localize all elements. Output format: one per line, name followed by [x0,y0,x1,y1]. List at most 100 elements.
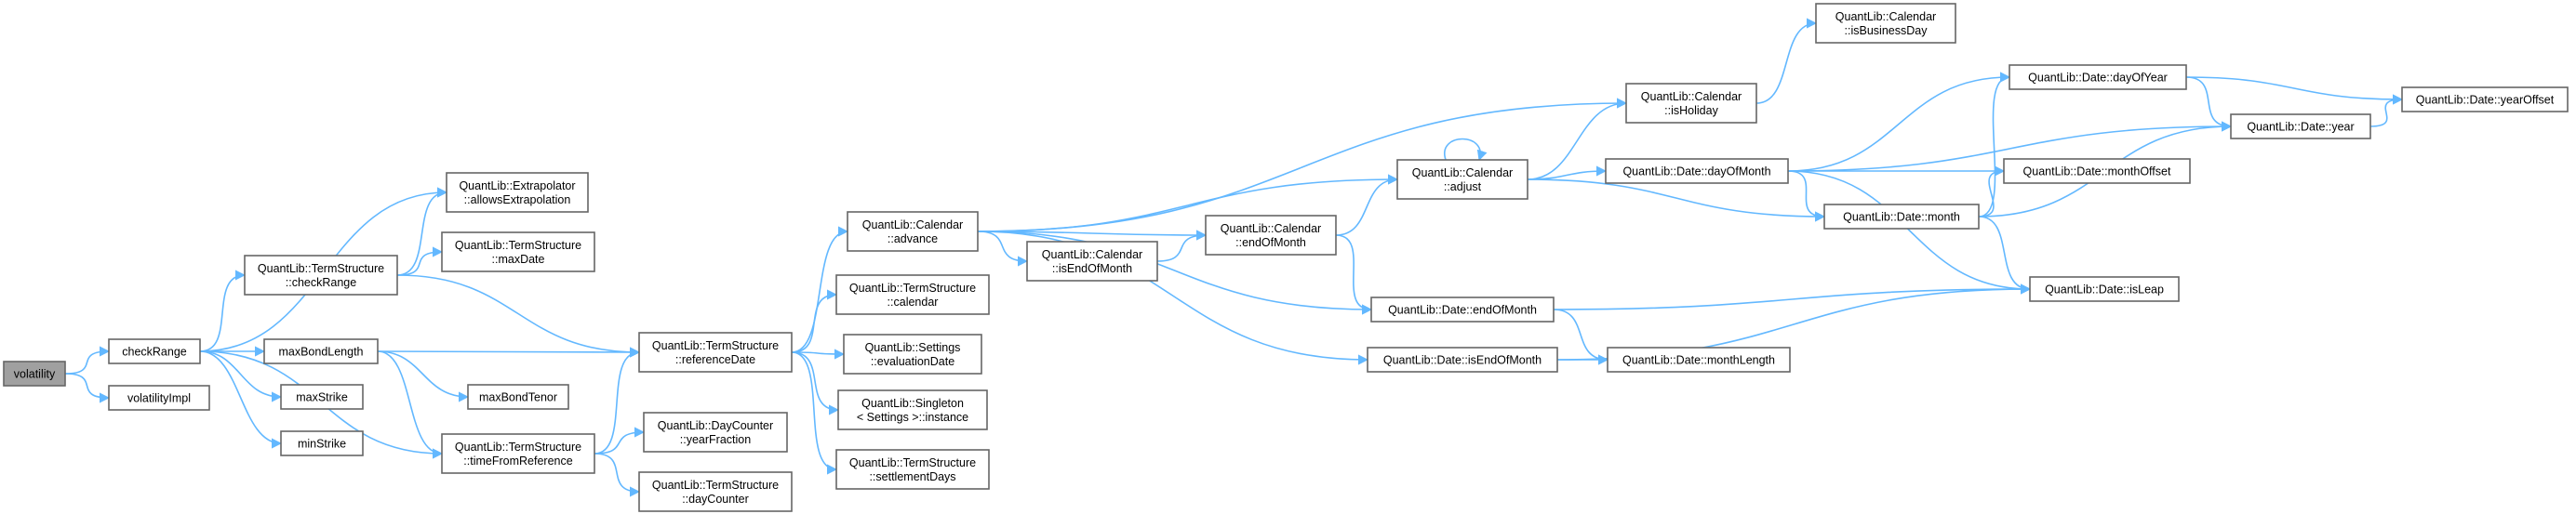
node-box [837,389,988,430]
node-label: QuantLib::Singleton [861,397,964,410]
node-singleton_instance[interactable]: QuantLib::Singleton< Settings >::instanc… [837,389,988,430]
node-box [1823,204,1980,230]
node-label: ::isHoliday [1664,104,1718,117]
node-allowsExtrapolation[interactable]: QuantLib::Extrapolator::allowsExtrapolat… [446,172,589,213]
node-label: QuantLib::TermStructure [455,239,581,252]
node-label: maxStrike [296,391,348,404]
node-label: QuantLib::TermStructure [849,282,976,295]
node-ts_maxDate[interactable]: QuantLib::TermStructure::maxDate [441,231,595,272]
node-box [843,334,982,375]
edge-cal_adjust-to-cal_adjust [1444,138,1488,162]
node-box [1605,158,1789,184]
node-label: ::settlementDays [869,470,955,483]
node-box [1367,347,1558,373]
node-box [1815,3,1956,44]
node-box [441,433,595,474]
edge-cal_endOfMonth-to-cal_adjust [1335,174,1399,236]
node-label: QuantLib::DayCounter [658,419,773,432]
node-timeFromReference[interactable]: QuantLib::TermStructure::timeFromReferen… [441,433,595,474]
node-box [638,332,793,373]
node-date_yearOffset[interactable]: QuantLib::Date::yearOffset [2401,86,2569,112]
edge-date_endOfMonth-to-date_isLeap [1553,283,2032,310]
node-label: QuantLib::TermStructure [258,262,384,275]
node-settlementDays[interactable]: QuantLib::TermStructure::settlementDays [835,449,990,490]
node-label: < Settings >::instance [857,411,968,424]
edge-date_endOfMonth-to-date_monthLength [1553,309,1609,365]
node-box [643,412,788,453]
node-cal_endOfMonth[interactable]: QuantLib::Calendar::endOfMonth [1205,215,1337,256]
edges-layer [64,18,2404,497]
node-label: ::isBusinessDay [1845,24,1929,37]
node-yearFraction[interactable]: QuantLib::DayCounter::yearFraction [643,412,788,453]
node-label: QuantLib::Calendar [1042,248,1142,261]
node-box [2230,113,2371,139]
node-volatilityImpl[interactable]: volatilityImpl [108,385,210,411]
node-label: ::checkRange [286,276,356,289]
node-checkRange[interactable]: checkRange [108,338,201,364]
node-label: QuantLib::TermStructure [455,441,581,454]
edge-ts_checkRange-to-referenceDate [396,274,641,358]
edge-cal_adjust-to-date_month [1527,178,1826,222]
edge-referenceDate-to-evaluationDate [791,349,846,360]
node-cal_adjust[interactable]: QuantLib::Calendar::adjust [1396,159,1528,200]
node-date_dayOfYear[interactable]: QuantLib::Date::dayOfYear [2009,64,2187,90]
node-cal_advance[interactable]: QuantLib::Calendar::advance [847,211,979,252]
edge-date_dayOfMonth-to-date_isLeap [1787,170,2032,295]
node-minStrike[interactable]: minStrike [280,430,364,456]
node-label: minStrike [298,438,346,451]
node-date_monthOffset[interactable]: QuantLib::Date::monthOffset [2003,158,2191,184]
node-box [3,361,66,387]
node-label: QuantLib::Date::monthOffset [2023,165,2171,178]
node-box [108,385,210,411]
edge-cal_advance-to-cal_endOfMonth [977,230,1208,241]
node-box [847,211,979,252]
node-box [2009,64,2187,90]
node-box [1026,241,1158,282]
node-maxStrike[interactable]: maxStrike [280,384,364,410]
node-label: volatilityImpl [127,392,191,405]
node-cal_isHoliday[interactable]: QuantLib::Calendar::isHoliday [1625,83,1757,124]
node-date_isLeap[interactable]: QuantLib::Date::isLeap [2029,276,2180,302]
node-ts_checkRange[interactable]: QuantLib::TermStructure::checkRange [244,255,398,296]
node-box [1205,215,1337,256]
node-box [1607,347,1791,373]
node-label: QuantLib::Calendar [1221,222,1321,235]
edge-cal_adjust-to-cal_isHoliday [1527,98,1628,180]
node-evaluationDate[interactable]: QuantLib::Settings::evaluationDate [843,334,982,375]
node-label: ::endOfMonth [1235,236,1306,249]
node-label: QuantLib::Calendar [862,218,963,231]
node-date_isEndOfMonth[interactable]: QuantLib::Date::isEndOfMonth [1367,347,1558,373]
edge-cal_isEndOfMonth-to-cal_endOfMonth [1156,230,1208,262]
node-label: QuantLib::Calendar [1412,166,1513,179]
node-label: QuantLib::Date::yearOffset [2416,94,2555,107]
node-label: QuantLib::Settings [865,341,961,354]
edge-referenceDate-to-cal_advance [791,226,849,353]
node-label: QuantLib::Calendar [1835,10,1936,23]
node-volatility[interactable]: volatility [3,361,66,387]
node-maxBondLength[interactable]: maxBondLength [263,338,379,364]
edge-referenceDate-to-ts_calendar [791,289,838,353]
node-label: ::calendar [888,296,939,309]
node-maxBondTenor[interactable]: maxBondTenor [467,384,569,410]
node-date_endOfMonth[interactable]: QuantLib::Date::endOfMonth [1370,297,1555,323]
node-box [467,384,569,410]
node-box [835,449,990,490]
edge-timeFromReference-to-ts_dayCounter [594,453,641,497]
node-cal_isEndOfMonth[interactable]: QuantLib::Calendar::isEndOfMonth [1026,241,1158,282]
node-date_month[interactable]: QuantLib::Date::month [1823,204,1980,230]
node-ts_dayCounter[interactable]: QuantLib::TermStructure::dayCounter [638,471,793,512]
edge-referenceDate-to-settlementDays [791,351,838,475]
node-date_year[interactable]: QuantLib::Date::year [2230,113,2371,139]
node-referenceDate[interactable]: QuantLib::TermStructure::referenceDate [638,332,793,373]
node-box [280,430,364,456]
node-box [1625,83,1757,124]
edge-date_month-to-date_dayOfYear [1978,72,2011,217]
node-box [2401,86,2569,112]
node-cal_isBusinessDay[interactable]: QuantLib::Calendar::isBusinessDay [1815,3,1956,44]
edge-maxBondLength-to-timeFromReference [377,350,444,459]
edge-maxBondLength-to-referenceDate [377,347,641,358]
node-date_dayOfMonth[interactable]: QuantLib::Date::dayOfMonth [1605,158,1789,184]
node-ts_calendar[interactable]: QuantLib::TermStructure::calendar [835,274,990,315]
node-date_monthLength[interactable]: QuantLib::Date::monthLength [1607,347,1791,373]
node-label: ::advance [888,232,938,245]
